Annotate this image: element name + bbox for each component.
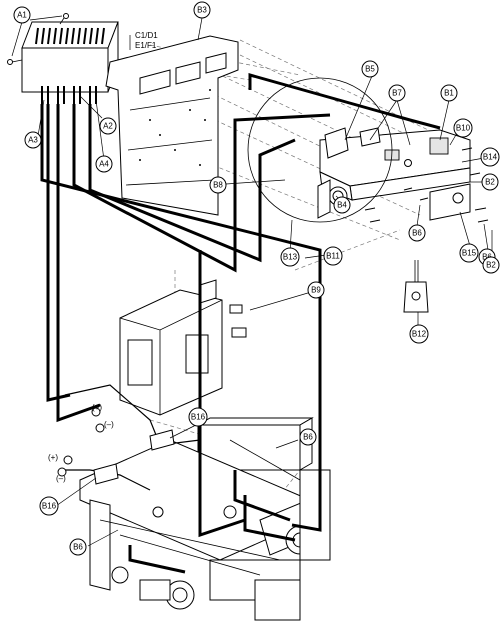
- svg-text:B7: B7: [392, 89, 402, 98]
- svg-text:B14: B14: [483, 153, 498, 162]
- svg-text:B10: B10: [456, 124, 471, 133]
- callout-B2-upper: B2: [481, 173, 499, 191]
- callout-B9: B9: [307, 281, 325, 299]
- svg-text:B6: B6: [482, 253, 492, 262]
- callout-B3: B3: [193, 1, 211, 19]
- callout-B2-lower: B2: [482, 256, 500, 274]
- callout-B4: B4: [333, 196, 351, 214]
- svg-text:B13: B13: [283, 253, 298, 262]
- callout-A4: A4: [95, 155, 113, 173]
- callout-B13: B13: [280, 247, 300, 267]
- svg-text:B9: B9: [311, 286, 321, 295]
- svg-text:B4: B4: [337, 201, 347, 210]
- callout-B7: B7: [388, 84, 406, 102]
- label-plus-upper: (+): [92, 403, 102, 412]
- callout-B16-lower: B16: [39, 496, 59, 516]
- svg-text:B15: B15: [462, 249, 477, 258]
- callout-B16-upper: B16: [188, 407, 208, 427]
- svg-text:B11: B11: [326, 252, 340, 261]
- callout-B11: B11: [323, 246, 343, 266]
- svg-text:B6: B6: [73, 543, 83, 552]
- svg-text:B12: B12: [412, 330, 427, 339]
- svg-text:B3: B3: [197, 6, 207, 15]
- remote-unit: [403, 260, 429, 313]
- callout-B6-middle: B6: [299, 428, 317, 446]
- callout-B6-right: B6: [408, 224, 426, 242]
- callout-B1: B1: [440, 84, 458, 102]
- callout-B14: B14: [480, 147, 500, 167]
- svg-text:B16: B16: [191, 413, 206, 422]
- wiring-harness: [40, 73, 441, 574]
- mounting-plate: [105, 35, 239, 216]
- callout-B8: B8: [209, 176, 227, 194]
- controller-module: [7, 13, 119, 104]
- callout-A3: A3: [24, 131, 42, 149]
- svg-text:B1: B1: [444, 89, 454, 98]
- callout-B6-lower: B6: [69, 538, 87, 556]
- label-plus-lower: (+): [48, 453, 58, 462]
- callout-B15: B15: [459, 243, 479, 263]
- svg-text:B2: B2: [486, 261, 496, 270]
- svg-text:B2: B2: [485, 178, 495, 187]
- svg-text:A4: A4: [99, 160, 109, 169]
- svg-text:B16: B16: [42, 502, 57, 511]
- label-c1-d1: C1/D1: [135, 31, 158, 40]
- callout-B5: B5: [361, 60, 379, 78]
- svg-text:A2: A2: [103, 122, 113, 131]
- connector-cables: [57, 407, 175, 485]
- callout-A1: A1: [13, 6, 31, 24]
- wheelchair-base-frame: [79, 417, 331, 621]
- svg-text:A1: A1: [17, 11, 27, 20]
- callout-A2: A2: [99, 117, 117, 135]
- label-e1-f1: E1/F1: [135, 41, 157, 50]
- svg-text:B5: B5: [365, 65, 375, 74]
- battery-box: [119, 279, 247, 416]
- callout-B10: B10: [453, 118, 473, 138]
- label-minus-upper: (–): [104, 420, 114, 429]
- label-minus-lower: (–): [56, 474, 66, 483]
- svg-text:B8: B8: [213, 181, 223, 190]
- callout-B12: B12: [409, 324, 429, 344]
- svg-text:A3: A3: [28, 136, 38, 145]
- svg-text:B6: B6: [303, 433, 313, 442]
- svg-text:B6: B6: [412, 229, 422, 238]
- leader-lines: [11, 15, 493, 547]
